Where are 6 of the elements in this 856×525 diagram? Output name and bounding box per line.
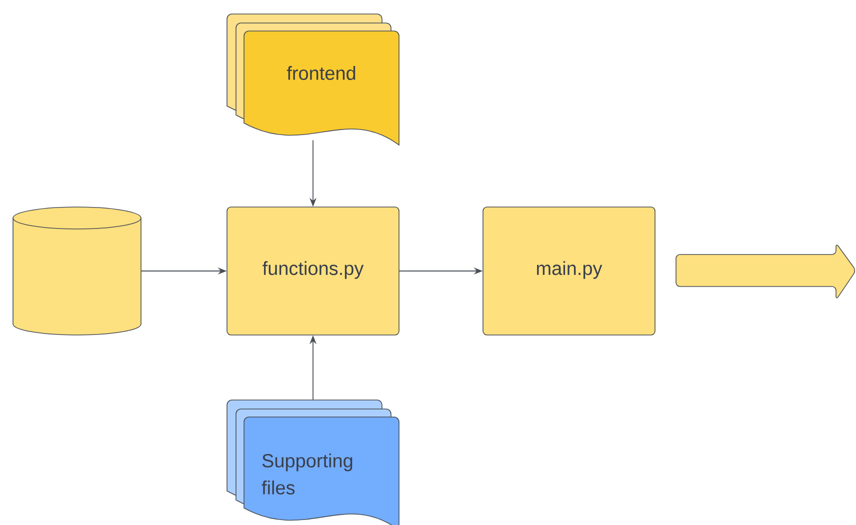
- database-cylinder: [12, 206, 142, 336]
- document-stack: frontend: [226, 14, 400, 146]
- process-box: functions.py: [226, 206, 400, 336]
- block-arrow: [676, 244, 856, 298]
- document-stack: Supporting files: [226, 400, 400, 525]
- process-box: main.py: [482, 206, 656, 336]
